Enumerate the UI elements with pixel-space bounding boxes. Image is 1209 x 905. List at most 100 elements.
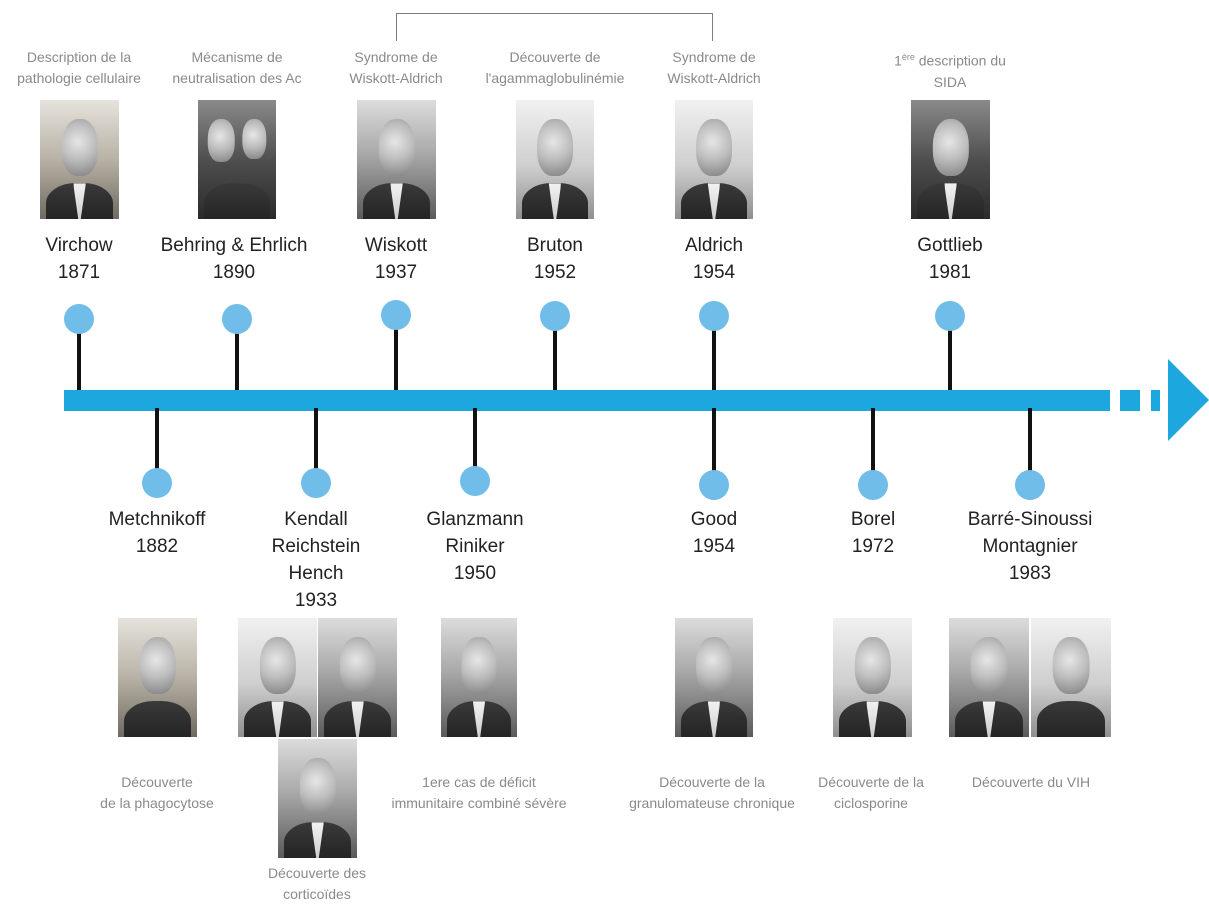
timeline-marker-aldrich bbox=[699, 301, 729, 331]
scientist-name: Gottlieb bbox=[917, 235, 983, 256]
portrait-metchnikoff bbox=[118, 618, 197, 737]
portrait-virchow bbox=[40, 100, 119, 219]
timeline-dash bbox=[1120, 390, 1140, 411]
timeline-stem bbox=[871, 408, 875, 485]
portrait-kendall bbox=[238, 618, 317, 737]
timeline-stem bbox=[473, 408, 477, 481]
event-year: 1950 bbox=[453, 563, 497, 584]
description-line: SIDA bbox=[933, 73, 967, 90]
person-portrait-icon bbox=[1052, 637, 1090, 695]
scientist-name: Borel bbox=[850, 509, 896, 530]
arrow-right-icon bbox=[1168, 359, 1209, 441]
timeline-marker-good bbox=[699, 470, 729, 500]
timeline-marker-behring-ehrlich bbox=[222, 304, 252, 334]
scientist-name: Reichstein bbox=[271, 536, 361, 557]
description-line: Mécanisme de bbox=[191, 49, 283, 65]
scientist-name: Barré-Sinoussi bbox=[967, 509, 1093, 530]
person-portrait-icon bbox=[299, 758, 336, 816]
top-description-wiskott: Syndrome de Wiskott-Aldrich bbox=[349, 47, 442, 89]
event-year: 1882 bbox=[135, 536, 179, 557]
scientist-name: Good bbox=[690, 509, 738, 530]
person-portrait-icon bbox=[61, 119, 98, 177]
event-year: 1981 bbox=[928, 262, 972, 283]
description-line: neutralisation des Ac bbox=[172, 70, 302, 86]
top-description-aldrich: Syndrome de Wiskott-Aldrich bbox=[667, 47, 760, 89]
description-line: ciclosporine bbox=[834, 795, 908, 811]
timeline-marker-metchnikoff bbox=[142, 468, 172, 498]
bottom-label-barre-sinoussi-montagnier: Barré-Sinoussi Montagnier 1983 bbox=[968, 506, 1093, 587]
portrait-body bbox=[1037, 701, 1105, 737]
bottom-label-kendall-reichstein-hench: Kendall Reichstein Hench 1933 bbox=[272, 506, 361, 614]
portrait-hench bbox=[278, 739, 357, 858]
portrait-borel bbox=[833, 618, 912, 737]
person-portrait-icon bbox=[461, 637, 497, 695]
portrait-barre-sinoussi bbox=[1031, 618, 1111, 737]
timeline-marker-wiskott bbox=[381, 300, 411, 330]
description-text: description du bbox=[914, 52, 1006, 69]
scientist-name: Behring & Ehrlich bbox=[160, 235, 308, 256]
portrait-gottlieb bbox=[911, 100, 990, 219]
event-year: 1933 bbox=[294, 590, 338, 611]
portrait-glanzmann bbox=[441, 618, 517, 737]
timeline-stem bbox=[712, 408, 716, 485]
scientist-name: Wiskott bbox=[364, 235, 428, 256]
top-label-behring-ehrlich: Behring & Ehrlich 1890 bbox=[161, 232, 308, 286]
timeline-stem bbox=[155, 408, 159, 483]
person-portrait-icon bbox=[537, 119, 573, 177]
timeline-stem bbox=[77, 318, 81, 393]
bottom-description-kendall-reichstein-hench: Découverte des corticoïdes bbox=[268, 863, 366, 905]
timeline-marker-virchow bbox=[64, 304, 94, 334]
person-portrait-icon bbox=[208, 119, 235, 162]
description-line: granulomateuse chronique bbox=[629, 795, 795, 811]
event-year: 1890 bbox=[212, 262, 256, 283]
timeline-dash bbox=[1151, 390, 1160, 411]
top-description-behring-ehrlich: Mécanisme de neutralisation des Ac bbox=[172, 47, 301, 89]
timeline-stem bbox=[314, 408, 318, 483]
timeline-marker-kendall-reichstein-hench bbox=[301, 468, 331, 498]
top-label-virchow: Virchow 1871 bbox=[45, 232, 112, 286]
description-line: pathologie cellulaire bbox=[17, 70, 141, 86]
timeline-marker-gottlieb bbox=[935, 301, 965, 331]
person-portrait-icon bbox=[932, 119, 969, 177]
description-line: Découverte bbox=[121, 774, 193, 790]
scientist-name: Riniker bbox=[445, 536, 505, 557]
timeline-bar bbox=[64, 390, 1110, 411]
wiskott-aldrich-bracket bbox=[396, 13, 713, 41]
person-portrait-icon bbox=[970, 637, 1008, 695]
description-line: Découverte des bbox=[267, 865, 367, 881]
top-label-wiskott: Wiskott 1937 bbox=[365, 232, 427, 286]
event-year: 1954 bbox=[692, 536, 736, 557]
person-portrait-icon bbox=[242, 119, 266, 160]
description-line: Description de la bbox=[26, 49, 132, 65]
description-line: immunitaire combiné sévère bbox=[391, 795, 567, 811]
bottom-description-barre-sinoussi-montagnier: Découverte du VIH bbox=[972, 772, 1090, 793]
bottom-description-metchnikoff: Découverte de la phagocytose bbox=[100, 772, 214, 814]
person-portrait-icon bbox=[139, 637, 176, 695]
portrait-bruton bbox=[516, 100, 594, 219]
description-ordinal-suffix: ère bbox=[901, 52, 915, 62]
person-portrait-icon bbox=[378, 119, 415, 177]
scientist-name: Metchnikoff bbox=[108, 509, 206, 530]
bottom-description-good: Découverte de la granulomateuse chroniqu… bbox=[629, 772, 795, 814]
timeline-marker-bruton bbox=[540, 301, 570, 331]
top-description-virchow: Description de la pathologie cellulaire bbox=[17, 47, 141, 89]
person-portrait-icon bbox=[696, 637, 732, 695]
description-line: 1ere cas de déficit bbox=[422, 774, 536, 790]
timeline-marker-borel bbox=[858, 470, 888, 500]
scientist-name: Hench bbox=[288, 563, 344, 584]
bottom-label-good: Good 1954 bbox=[691, 506, 737, 560]
timeline-stem bbox=[394, 315, 398, 393]
description-line: Wiskott-Aldrich bbox=[667, 70, 761, 86]
bottom-label-glanzmann-riniker: Glanzmann Riniker 1950 bbox=[426, 506, 523, 587]
event-year: 1972 bbox=[851, 536, 895, 557]
timeline-stem bbox=[235, 318, 239, 393]
bottom-description-glanzmann-riniker: 1ere cas de déficit immunitaire combiné … bbox=[391, 772, 566, 814]
scientist-name: Montagnier bbox=[982, 536, 1078, 557]
portrait-montagnier bbox=[949, 618, 1029, 737]
person-portrait-icon bbox=[854, 637, 891, 695]
description-line: Découverte de la bbox=[818, 774, 924, 790]
person-portrait-icon bbox=[259, 637, 296, 695]
person-portrait-icon bbox=[339, 637, 376, 695]
portrait-wiskott bbox=[357, 100, 436, 219]
